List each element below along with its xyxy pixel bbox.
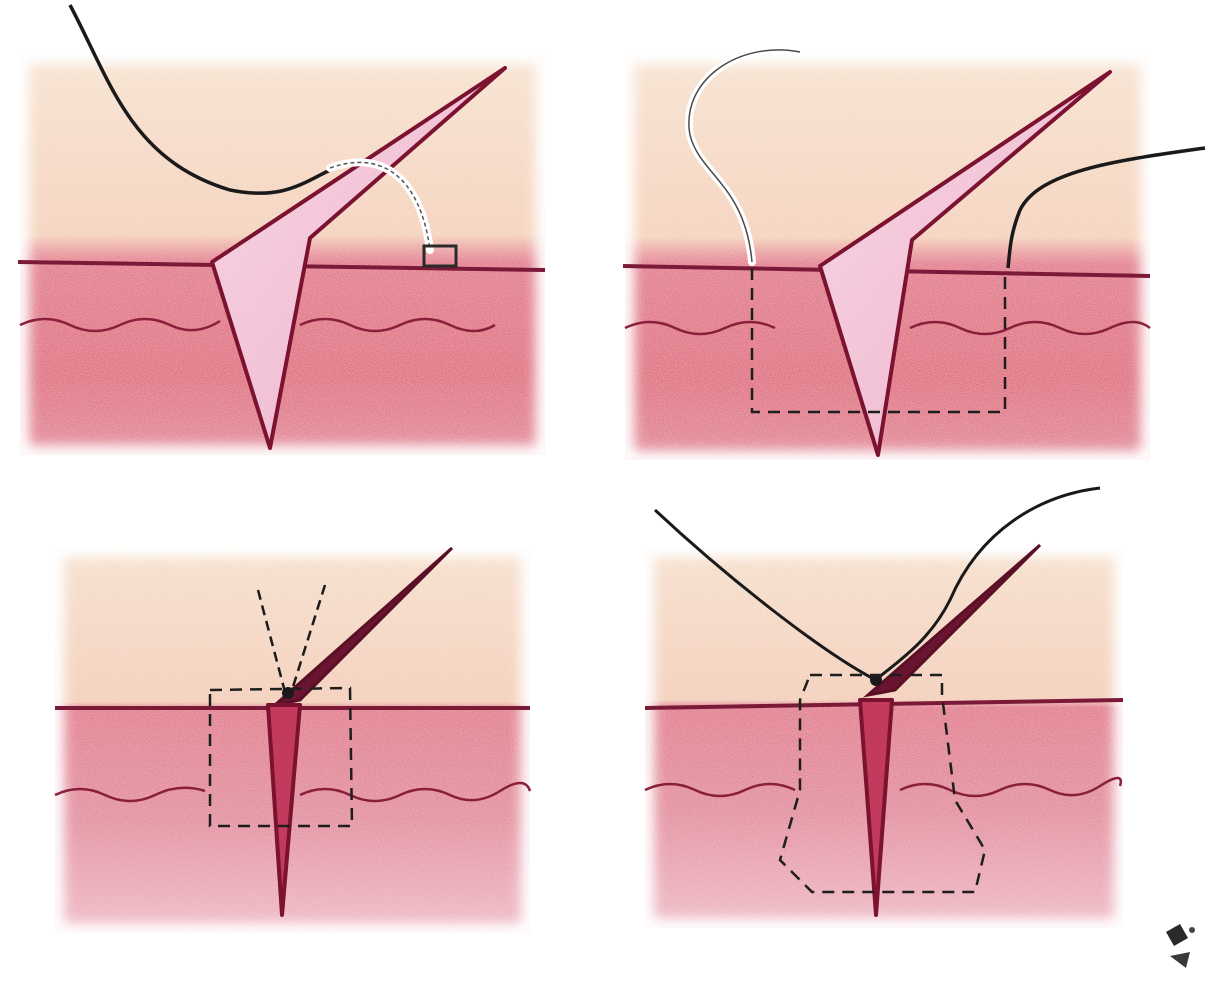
panel-step-3 bbox=[55, 548, 530, 933]
watermark-glyph-icon bbox=[1160, 918, 1200, 978]
panel-step-1 bbox=[18, 5, 545, 455]
panel-step-2 bbox=[623, 50, 1205, 460]
panel-step-4 bbox=[645, 488, 1123, 928]
